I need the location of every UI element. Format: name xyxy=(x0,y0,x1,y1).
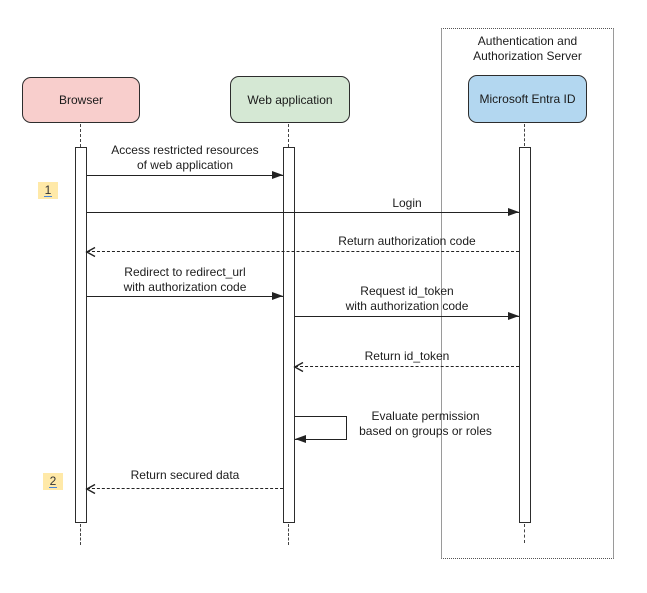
arrowhead-filled-icon xyxy=(508,312,519,320)
message-line xyxy=(87,296,283,297)
lifeline-entra-top xyxy=(524,124,525,146)
actor-browser: Browser xyxy=(22,77,140,123)
arrowhead-open-icon xyxy=(293,361,304,373)
activation-bar-webapp xyxy=(283,147,295,523)
activation-bar-entra xyxy=(519,147,531,523)
message-label: Login xyxy=(392,196,422,210)
arrowhead-filled-icon xyxy=(295,435,306,443)
self-message-loop xyxy=(295,416,347,440)
actor-browser-label: Browser xyxy=(58,93,103,107)
actor-microsoft-entra-id-label: Microsoft Entra ID xyxy=(479,92,576,106)
message-line xyxy=(87,175,283,176)
lifeline-browser-bottom xyxy=(80,524,81,545)
message-line xyxy=(295,316,519,317)
actor-web-application: Web application xyxy=(230,76,350,123)
message-line xyxy=(87,212,519,213)
step-badge-2-label: 2 xyxy=(48,473,58,489)
arrowhead-filled-icon xyxy=(272,171,283,179)
lifeline-browser-top xyxy=(80,124,81,147)
message-line xyxy=(295,366,519,367)
message-label: Return secured data xyxy=(130,468,240,482)
step-badge-1-label: 1 xyxy=(43,182,53,198)
message-line xyxy=(87,488,283,489)
message-line xyxy=(87,251,519,252)
activation-bar-browser xyxy=(75,147,87,523)
auth-server-container xyxy=(441,28,614,559)
arrowhead-open-icon xyxy=(85,483,96,495)
arrowhead-open-icon xyxy=(85,246,96,258)
auth-server-title: Authentication and Authorization Server xyxy=(473,34,582,63)
message-label: Return authorization code xyxy=(338,234,476,248)
actor-microsoft-entra-id: Microsoft Entra ID xyxy=(468,75,587,123)
message-label: Access restricted resources of web appli… xyxy=(111,143,259,172)
step-badge-2[interactable]: 2 xyxy=(43,473,63,490)
arrowhead-filled-icon xyxy=(508,208,519,216)
lifeline-webapp-bottom xyxy=(288,524,289,545)
arrowhead-filled-icon xyxy=(272,292,283,300)
message-label: Evaluate permission based on groups or r… xyxy=(359,409,492,438)
lifeline-webapp-top xyxy=(288,124,289,147)
actor-web-application-label: Web application xyxy=(247,92,333,107)
message-label: Request id_token with authorization code xyxy=(345,284,469,313)
message-label: Redirect to redirect_url with authorizat… xyxy=(123,265,247,294)
message-label: Return id_token xyxy=(364,349,450,363)
lifeline-entra-bottom xyxy=(524,524,525,543)
step-badge-1[interactable]: 1 xyxy=(38,182,58,199)
